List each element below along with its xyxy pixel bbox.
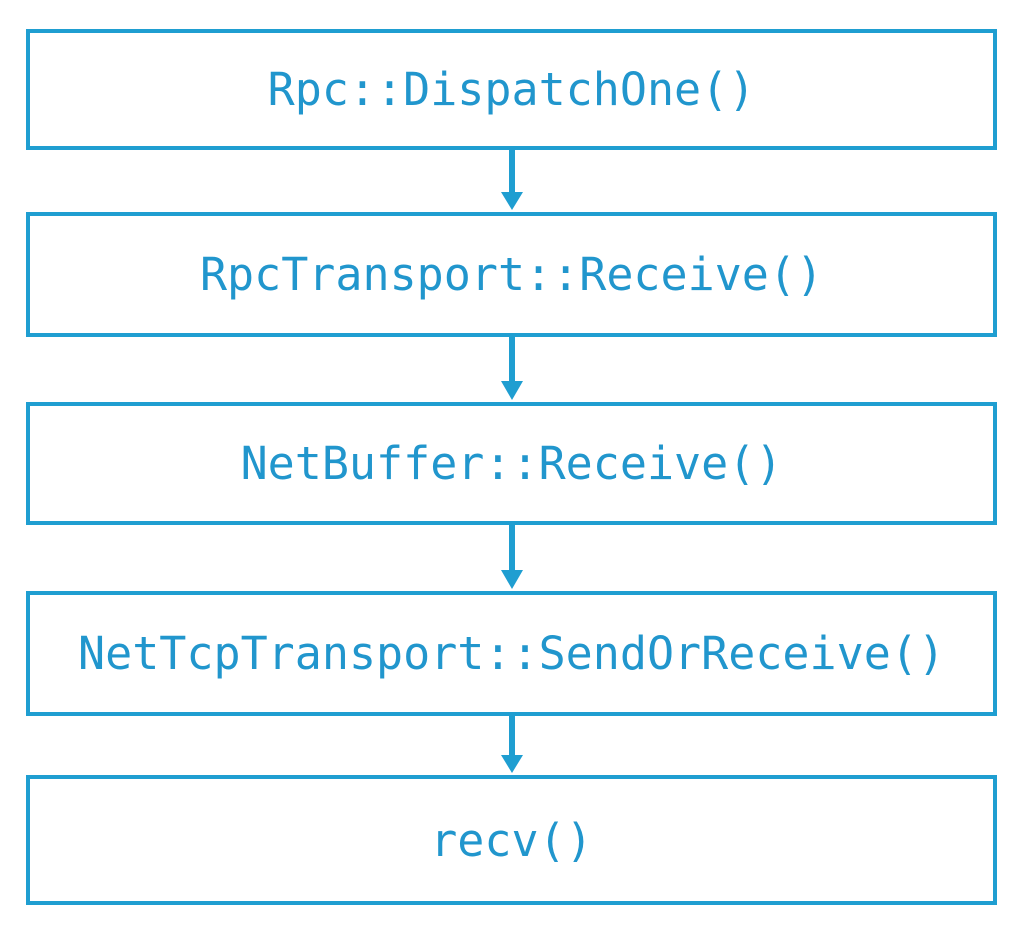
flow-node-label: Rpc::DispatchOne() <box>267 63 756 116</box>
flow-node-label: NetBuffer::Receive() <box>240 437 783 490</box>
flow-node-recv[interactable]: recv() <box>26 775 997 905</box>
flow-node-label: NetTcpTransport::SendOrReceive() <box>78 627 945 680</box>
arrow-down-icon <box>0 150 1024 212</box>
flow-node-label: recv() <box>430 813 593 867</box>
arrow-down-icon <box>0 337 1024 402</box>
flow-node-nettcptransport-sendorreceive[interactable]: NetTcpTransport::SendOrReceive() <box>26 591 997 716</box>
flow-node-label: RpcTransport::Receive() <box>199 248 824 301</box>
flow-node-netbuffer-receive[interactable]: NetBuffer::Receive() <box>26 402 997 525</box>
arrow-down-icon <box>0 525 1024 591</box>
flow-node-rpctransport-receive[interactable]: RpcTransport::Receive() <box>26 212 997 337</box>
flow-node-rpc-dispatchone[interactable]: Rpc::DispatchOne() <box>26 29 997 150</box>
arrow-down-icon <box>0 716 1024 775</box>
